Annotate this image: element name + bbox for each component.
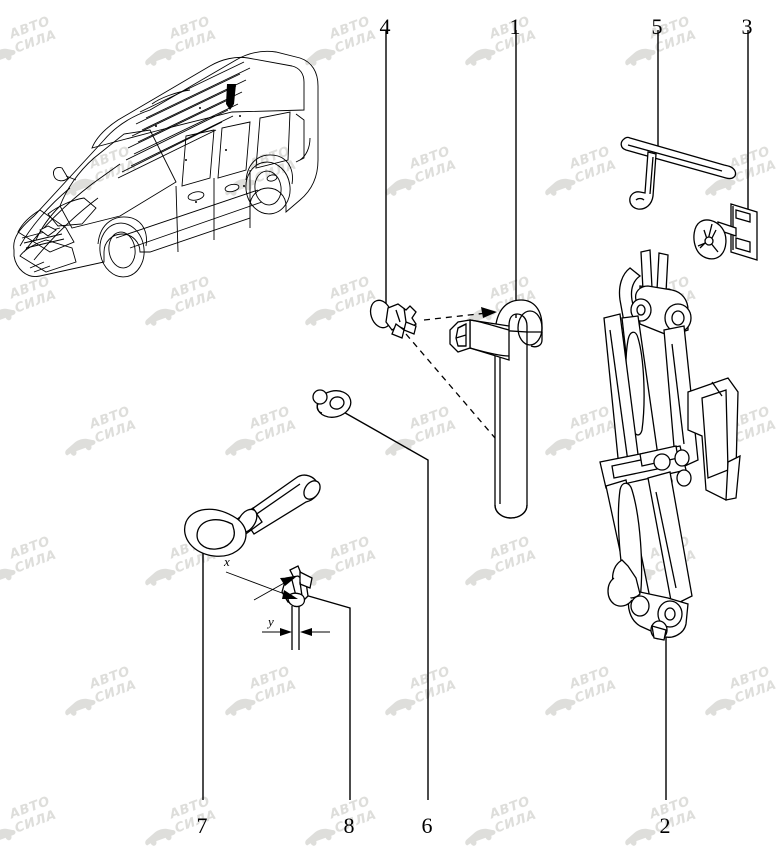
car-silhouette-icon	[145, 568, 176, 586]
car-silhouette-icon	[0, 308, 16, 326]
car-silhouette-icon	[65, 698, 96, 716]
leader-lines	[202, 30, 749, 800]
car-silhouette-icon	[65, 438, 96, 456]
car-silhouette-icon	[65, 178, 96, 196]
dimension-x-label: x	[223, 554, 230, 569]
car-silhouette-icon	[145, 308, 176, 326]
car-silhouette-icon	[385, 178, 416, 196]
car-silhouette-icon	[705, 178, 736, 196]
car-silhouette-icon	[545, 178, 576, 196]
callout-number-4[interactable]: 4	[379, 14, 391, 39]
car-silhouette-icon	[305, 308, 336, 326]
car-silhouette-icon	[305, 568, 336, 586]
car-silhouette-icon	[465, 48, 496, 66]
leader-line-6	[339, 409, 429, 800]
car-silhouette-icon	[385, 438, 416, 456]
dimension-y-label: y	[266, 614, 274, 629]
car-silhouette-icon	[305, 828, 336, 846]
part-8-hose-clip: x y	[223, 554, 330, 650]
callout-number-6[interactable]: 6	[421, 813, 433, 838]
car-silhouette-icon	[625, 48, 656, 66]
part-1-wheel-brace-wrench	[449, 299, 543, 519]
callout-number-8[interactable]: 8	[343, 813, 355, 838]
callout-number-7[interactable]: 7	[196, 813, 208, 838]
callout-number-5[interactable]: 5	[651, 14, 663, 39]
car-silhouette-icon	[545, 438, 576, 456]
part-2-scissor-jack	[599, 249, 741, 641]
car-silhouette-icon	[145, 828, 176, 846]
callout-number-3[interactable]: 3	[741, 14, 753, 39]
dimension-x-leader: x	[223, 554, 298, 601]
car-silhouette-icon	[225, 438, 256, 456]
part-5-hub-cap-hook-tool	[620, 136, 737, 210]
part-7-towing-eye	[184, 474, 321, 557]
car-silhouette-icon	[225, 698, 256, 716]
car-silhouette-icon	[385, 698, 416, 716]
car-silhouette-icon	[0, 828, 16, 846]
car-silhouette-icon	[545, 698, 576, 716]
car-silhouette-icon	[705, 698, 736, 716]
vehicle-illustration	[13, 50, 319, 278]
car-silhouette-icon	[305, 48, 336, 66]
part-4-retainer-clip	[369, 299, 522, 470]
dimension-y-arrow: y	[262, 614, 330, 636]
car-silhouette-icon	[465, 568, 496, 586]
part-6-plug-cap	[312, 389, 352, 418]
car-silhouette-icon	[465, 828, 496, 846]
car-silhouette-icon	[145, 48, 176, 66]
car-silhouette-icon	[0, 48, 16, 66]
callout-number-1[interactable]: 1	[509, 14, 521, 39]
car-silhouette-icon	[0, 568, 16, 586]
leader-line-8	[304, 594, 351, 800]
car-silhouette-icon	[625, 828, 656, 846]
part-3-jack-bracket-knob	[693, 203, 758, 261]
callout-number-2[interactable]: 2	[659, 813, 671, 838]
